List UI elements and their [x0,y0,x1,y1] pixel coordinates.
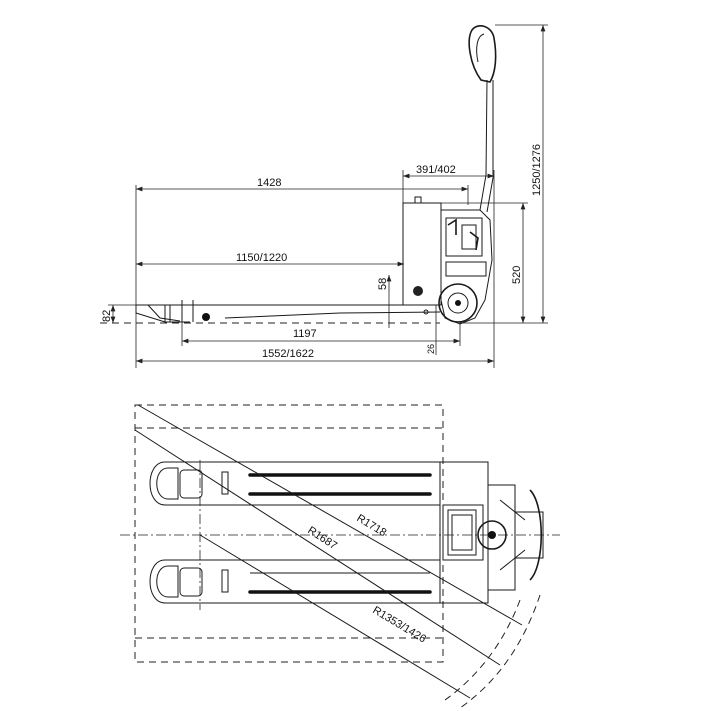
turning-radii: R1718 R1687 R1353/1426 [134,404,541,709]
dim-fork-height: 58 [377,278,389,290]
fork-top-upper [149,461,441,506]
radius-middle-label: R1687 [305,524,339,552]
dim-fork-length: 1150/1220 [236,252,287,264]
dim-battery-height: 520 [511,266,523,284]
dim-tiller-offset: 391/402 [416,164,456,176]
dim-overall-length: 1552/1622 [262,348,314,360]
dim-fork-raise: 82 [101,310,113,322]
dim-ground-clearance: 26 [426,344,436,354]
top-view: R1718 R1687 R1353/1426 [120,404,560,709]
fork-side [135,300,441,323]
drive-unit [438,209,493,325]
chassis-top [439,461,544,604]
load-roller [202,313,210,321]
drive-wheel [438,283,478,323]
side-dimensions: 1428 391/402 1250/1276 520 1150/1220 58 [101,24,548,368]
key-switch [413,286,423,296]
dim-overall-height: 1250/1276 [531,144,543,196]
tiller-handle [468,25,497,213]
side-view: 1428 391/402 1250/1276 520 1150/1220 58 [100,24,548,368]
fork-top-lower [149,559,441,604]
radius-inner-label: R1353/1426 [370,604,428,645]
dim-frame-length: 1428 [257,177,281,189]
dim-wheelbase: 1197 [293,328,317,340]
